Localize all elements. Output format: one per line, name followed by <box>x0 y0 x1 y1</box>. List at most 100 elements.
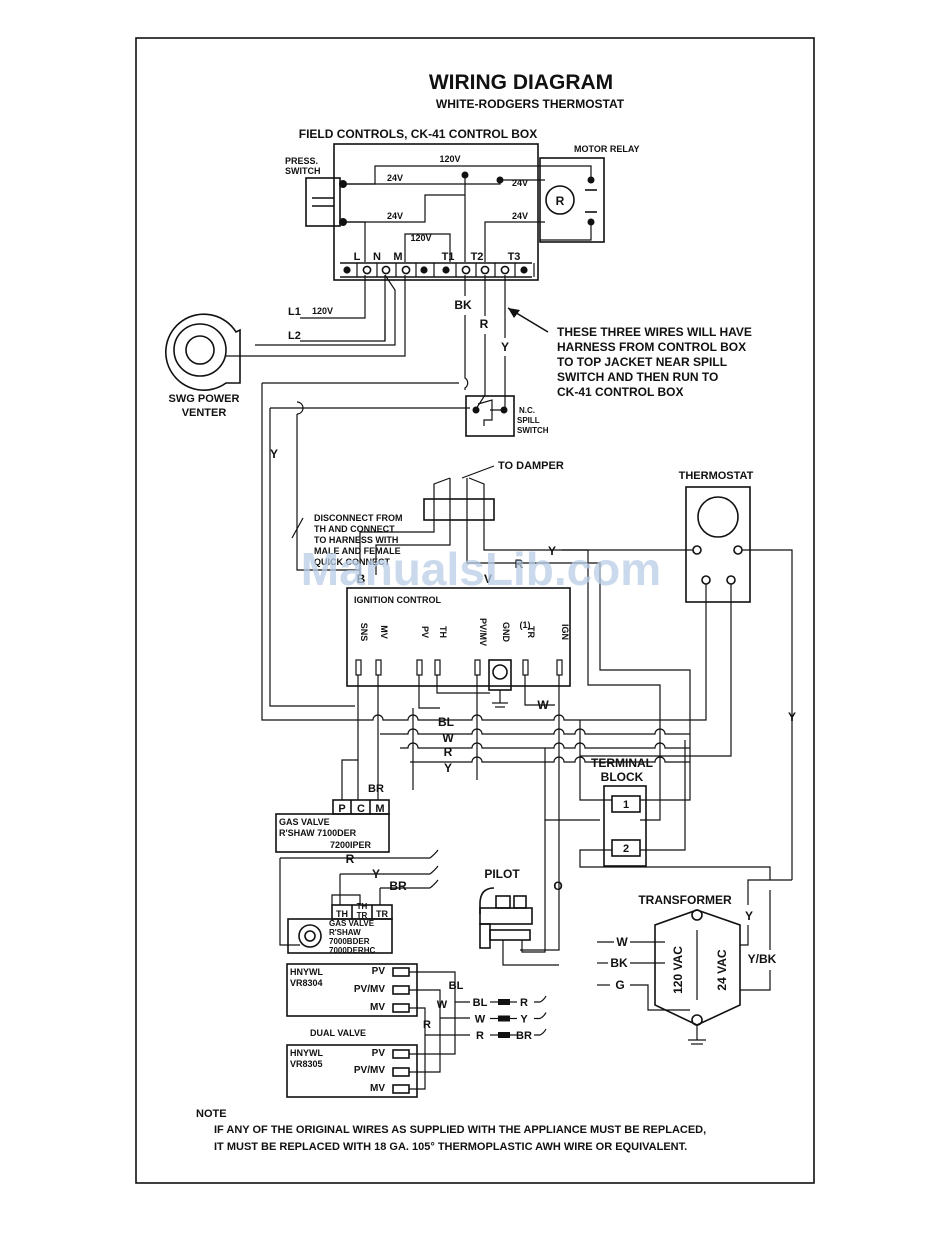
line-l1-voltage: 120V <box>312 306 333 316</box>
wire-bk-label: BK <box>454 298 472 312</box>
press-switch-label: PRESS. SWITCH <box>285 156 321 176</box>
hnywl-vr8305 <box>286 1044 418 1098</box>
connector-plug <box>498 1015 510 1022</box>
gv2-terminal-tr: TR <box>376 909 388 919</box>
svg-text:TR: TR <box>357 911 368 920</box>
ignition-terminal-label: PV/MV <box>478 618 488 646</box>
svg-text:VR8305: VR8305 <box>290 1059 323 1069</box>
damper-wire-r: R <box>515 557 524 571</box>
hnywl-conn-left: W <box>475 1014 486 1026</box>
diagram-title: WIRING DIAGRAM <box>429 71 613 94</box>
svg-text:N.C.: N.C. <box>519 406 535 415</box>
gv1-terminal-p: P <box>338 803 345 815</box>
bus-bl-label: BL <box>438 715 454 729</box>
transformer-primary: 120 VAC <box>671 946 685 994</box>
motor-relay <box>539 157 605 243</box>
hnywl2-label-l2: VR8305 <box>290 1059 323 1069</box>
hnywl1-pvmv: PV/MV <box>354 984 385 995</box>
pilot-label: PILOT <box>484 867 520 881</box>
ignition-terminal <box>375 659 382 676</box>
svg-text:7000BDER: 7000BDER <box>329 937 370 946</box>
hnywl-conn-right: R <box>520 997 528 1009</box>
hnywl-conn-left: BL <box>473 997 488 1009</box>
svg-text:R'SHAW 7100DER: R'SHAW 7100DER <box>279 828 357 838</box>
harnessNote-line: THESE THREE WIRES WILL HAVE <box>557 325 752 339</box>
transformer-lead-y: Y <box>745 909 753 923</box>
thermostat-dial <box>697 496 739 538</box>
terminal-t3: T3 <box>508 251 521 263</box>
hnywl1-label-l2: VR8304 <box>290 978 323 988</box>
svg-text:IF ANY OF THE ORIGINAL WIRES A: IF ANY OF THE ORIGINAL WIRES AS SUPPLIED… <box>214 1124 706 1136</box>
spill-switch-l1: N.C. <box>519 406 535 415</box>
terminal-2 <box>611 839 641 857</box>
gv1-label-l3: 7200IPER <box>330 840 372 850</box>
terminal-1 <box>611 795 641 813</box>
svg-text:VENTER: VENTER <box>182 407 227 419</box>
line-l2-label: L2 <box>288 330 301 342</box>
svg-text:GAS VALVE: GAS VALVE <box>279 817 330 827</box>
gas-valve-1 <box>275 813 390 853</box>
terminal-screw <box>420 266 428 274</box>
terminal-block-label-l2: BLOCK <box>601 770 644 784</box>
ignition-terminal-label: GND <box>501 622 511 643</box>
svg-text:VR8304: VR8304 <box>290 978 323 988</box>
thermostat <box>685 486 751 603</box>
press-switch <box>305 177 341 227</box>
transformer-lead-g: G <box>615 978 624 992</box>
gv2-label-l4: 7000DERHC <box>329 946 375 955</box>
note-heading: NOTE <box>196 1108 227 1120</box>
gv2-label-l1: GAS VALVE <box>329 919 375 928</box>
gv2-label-l2: R'SHAW <box>329 928 361 937</box>
thermostat-y-label: Y <box>788 710 796 724</box>
svg-text:HNYWL: HNYWL <box>290 1048 323 1058</box>
disconnectNote-line: DISCONNECT FROM <box>314 513 403 523</box>
wire-r-label: R <box>480 317 489 331</box>
bus-w2-label: W <box>537 698 549 712</box>
hnywl1-pv: PV <box>372 966 386 977</box>
svg-text:SWITCH: SWITCH <box>517 426 549 435</box>
voltage-24v-1: 24V <box>387 173 403 183</box>
motor-relay-label: MOTOR RELAY <box>574 144 640 154</box>
terminal-1-label: 1 <box>623 799 629 811</box>
terminal-screw <box>362 265 372 275</box>
terminal-screw <box>442 266 450 274</box>
svg-text:TH: TH <box>357 902 368 911</box>
connector-plug <box>498 1032 510 1038</box>
bus-br-label: BR <box>368 783 384 795</box>
hnywl-wire-bl: BL <box>449 980 464 992</box>
gv2-lead-r: R <box>346 852 355 866</box>
gv1-terminal-m: M <box>375 803 384 815</box>
svg-text:R'SHAW: R'SHAW <box>329 928 361 937</box>
terminal-screw <box>461 265 471 275</box>
voltage-120v-top: 120V <box>439 154 460 164</box>
control-box-label: FIELD CONTROLS, CK-41 CONTROL BOX <box>299 127 537 141</box>
svg-text:PRESS.: PRESS. <box>285 156 318 166</box>
bus-wires <box>355 708 690 800</box>
hnywl-wire-r: R <box>423 1019 431 1031</box>
svg-text:SWITCH: SWITCH <box>285 166 321 176</box>
transformer-label: TRANSFORMER <box>638 893 732 907</box>
terminal-block-label-l1: TERMINAL <box>591 756 653 770</box>
terminal-2-label: 2 <box>623 843 629 855</box>
gv1-label-l1: GAS VALVE <box>279 817 330 827</box>
swg-power-venter <box>165 313 241 391</box>
damper-wire-v: V <box>484 572 492 586</box>
relay-coil <box>545 185 575 215</box>
hnywl2-mv: MV <box>370 1083 385 1094</box>
terminal-screw <box>401 265 411 275</box>
disconnectNote-line: QUICK CONNECT <box>314 557 391 567</box>
svg-text:GAS VALVE: GAS VALVE <box>329 919 375 928</box>
harnessNote-line: CK-41 CONTROL BOX <box>557 385 683 399</box>
terminal-t1: T1 <box>442 251 455 263</box>
gv2-lead-br: BR <box>389 879 407 893</box>
bus-wire <box>400 742 690 749</box>
terminal-screw <box>343 266 351 274</box>
gv1-terminal-c: C <box>357 803 365 815</box>
page-frame <box>135 37 815 1184</box>
svg-text:BLOCK: BLOCK <box>601 770 644 784</box>
disconnectNote-line: TO HARNESS WITH <box>314 535 398 545</box>
